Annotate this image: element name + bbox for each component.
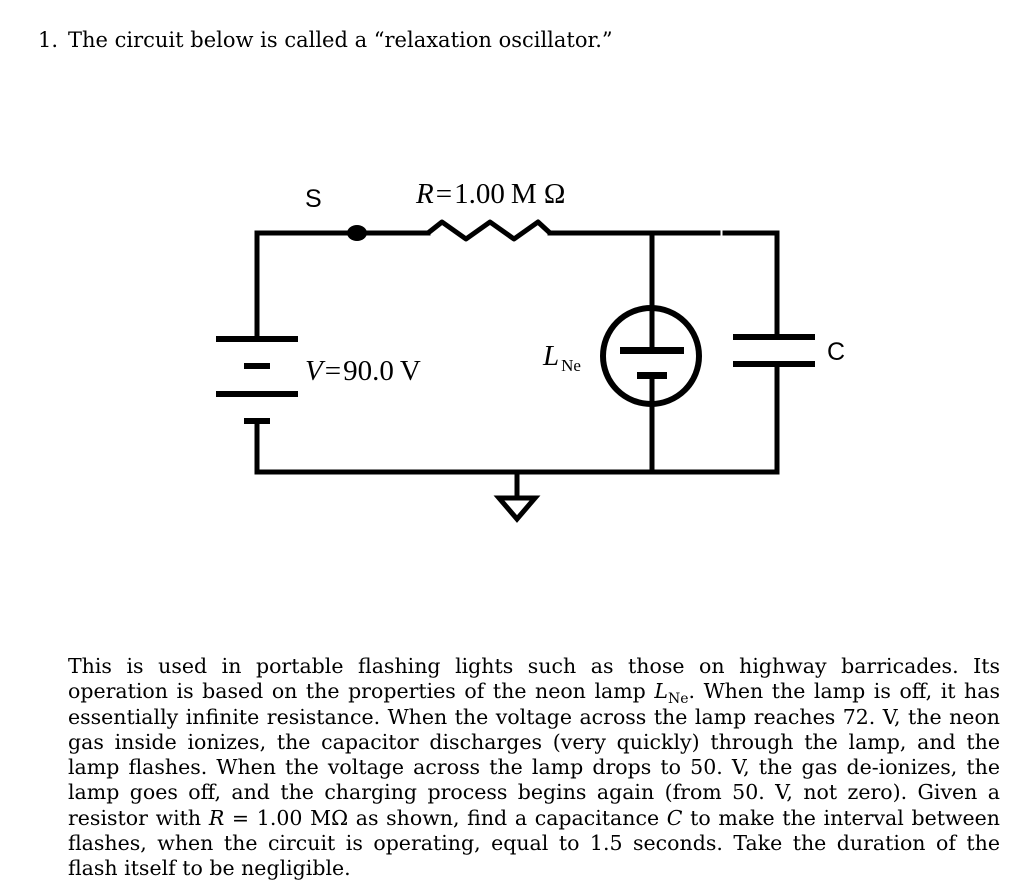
capacitor-symbol-text: C xyxy=(666,805,683,830)
capacitor-label: C xyxy=(827,338,845,366)
problem-description: This is used in portable flashing lights… xyxy=(68,654,1000,881)
wire-top-left xyxy=(254,230,358,339)
switch-label: S xyxy=(305,185,322,213)
capacitor-symbol xyxy=(733,334,815,367)
neon-lamp-symbol xyxy=(600,305,702,407)
lamp-subscript: Ne xyxy=(667,691,689,708)
switch-contact xyxy=(347,225,367,241)
lamp-symbol: L xyxy=(654,679,668,704)
problem-intro: The circuit below is called a “relaxatio… xyxy=(68,28,613,52)
wire-bottom xyxy=(254,418,780,475)
problem-header: 1. The circuit below is called a “relaxat… xyxy=(38,26,613,54)
resistor-zigzag xyxy=(425,219,553,242)
ground-symbol xyxy=(493,495,541,523)
problem-number: 1. xyxy=(38,28,59,52)
resistor-symbol: R xyxy=(208,805,225,830)
battery-symbol xyxy=(216,336,298,424)
